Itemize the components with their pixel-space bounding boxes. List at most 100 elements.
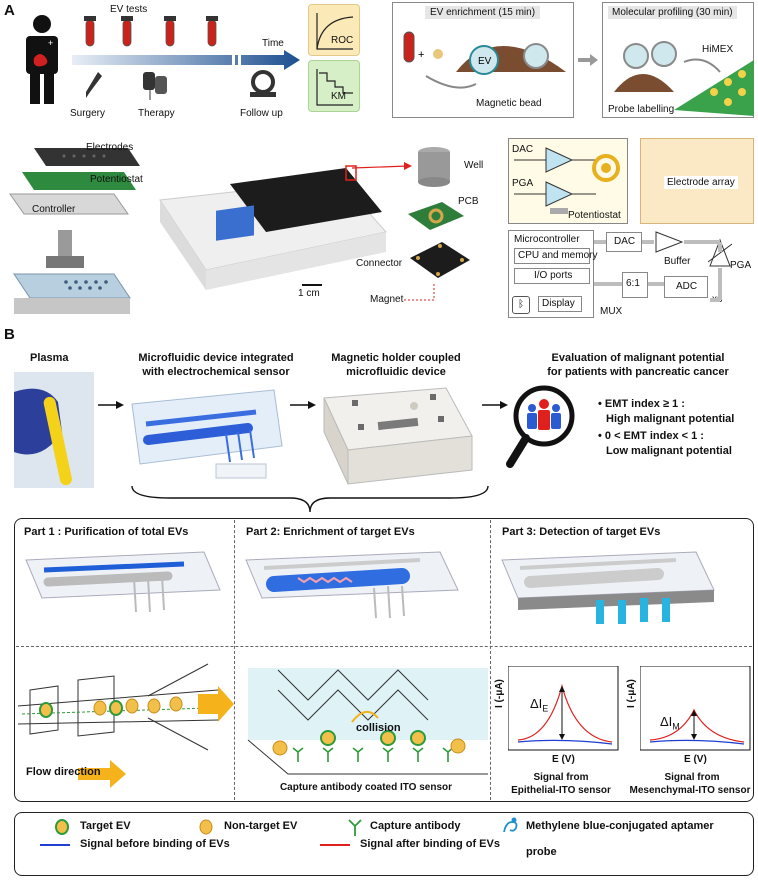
divider-h xyxy=(16,646,752,647)
km-box: KM xyxy=(308,60,360,112)
signal-e-caption-l2: Epithelial-ITO sensor xyxy=(511,785,611,796)
divider-v2 xyxy=(490,520,491,800)
timeline-arrow xyxy=(72,50,300,70)
pga2-label: PGA xyxy=(730,260,752,271)
me-y-axis: I (-μA) xyxy=(626,679,637,708)
part2-title: Part 2: Enrichment of target EVs xyxy=(246,526,415,538)
display-box xyxy=(538,296,582,312)
signal-m-caption-l2: Mesenchymal-ITO sensor xyxy=(629,785,751,796)
potentiostat-label: Potentiostat xyxy=(90,174,143,185)
pga-label: PGA xyxy=(512,178,534,189)
capture-antibody-label: Capture antibody xyxy=(370,820,461,832)
signal-e-caption-l1: Signal from xyxy=(533,772,589,783)
buffer-label: Buffer xyxy=(664,256,691,267)
target-ev-icon xyxy=(55,819,69,835)
patient-figure-icon: + xyxy=(26,15,58,104)
aptamer-probe-icon xyxy=(503,817,518,833)
cpu-memory-label: CPU and memory xyxy=(518,250,598,261)
mux-label: MUX xyxy=(600,306,623,317)
blood-tubes-icon xyxy=(84,16,218,47)
magnet-label: Magnet xyxy=(370,294,404,305)
delta-m-sub: M xyxy=(672,721,680,732)
pcb-label: PCB xyxy=(458,196,479,207)
block-diagram-buses xyxy=(594,240,722,302)
follow-up-scanner-icon xyxy=(250,70,276,97)
plasma-tube-photo xyxy=(14,372,94,488)
capture-antibody-icon xyxy=(348,819,362,836)
pcb-illustration xyxy=(408,202,464,230)
part3-title: Part 3: Detection of target EVs xyxy=(502,526,661,538)
part1-chip xyxy=(25,551,221,613)
well-illustration xyxy=(418,147,450,187)
therapy-label: Therapy xyxy=(138,108,175,119)
display-label: Display xyxy=(542,298,575,309)
time-label: Time xyxy=(262,38,284,49)
well-label: Well xyxy=(464,160,484,171)
emt-high-l2: High malignant potential xyxy=(606,413,735,425)
part1-title: Part 1 : Purification of total EVs xyxy=(24,526,189,538)
delta-e-label: ΔIE xyxy=(530,696,548,714)
signal-before-line xyxy=(40,844,70,846)
target-ev-label: Target EV xyxy=(80,820,131,832)
signal-after-label: Signal after binding of EVs xyxy=(360,838,500,850)
himex-label: HiMEX xyxy=(702,44,734,55)
assembled-device-illustration xyxy=(13,230,131,314)
microcontroller-box xyxy=(508,230,594,318)
signal-after-line xyxy=(320,844,350,846)
microfluidic-title-l2: with electrochemical sensor xyxy=(142,366,290,378)
pga2-amp xyxy=(708,238,732,267)
km-label: KM xyxy=(331,91,346,102)
cpu-memory-box xyxy=(514,248,590,264)
collision-label: collision xyxy=(356,722,401,734)
zoom-red-line xyxy=(352,162,412,170)
potentiostat-circuit xyxy=(514,147,620,214)
ev-enrichment-box xyxy=(392,2,574,118)
mesenchymal-signal-plot xyxy=(640,666,751,751)
parts-frame xyxy=(14,518,754,802)
part2-chip xyxy=(245,551,459,619)
magnetic-bead-label: Magnetic bead xyxy=(476,98,542,109)
flow-channel-diagram xyxy=(18,663,234,788)
eval-title-l2: for patients with pancreatic cancer xyxy=(547,366,729,378)
brace-line xyxy=(131,485,489,513)
delta-e-sub: E xyxy=(542,703,549,714)
emt-low-l2: Low malignant potential xyxy=(606,445,732,457)
holder-title-l1: Magnetic holder coupled xyxy=(331,352,461,364)
delta-m-text: ΔI xyxy=(660,714,673,729)
dac-label: DAC xyxy=(512,144,534,155)
roc-label: ROC xyxy=(331,35,354,46)
ev-enrichment-label: EV enrichment (15 min) xyxy=(425,6,541,19)
svg-text:+: + xyxy=(418,49,424,61)
aptamer-label-l1: Methylene blue-conjugated aptamer xyxy=(526,820,714,832)
signal-before-label: Signal before binding of EVs xyxy=(80,838,230,850)
divider-v1 xyxy=(234,520,235,800)
profiling-illustration xyxy=(614,41,754,116)
microfluidic-chip-photo xyxy=(131,389,283,479)
bluetooth-icon: ᛒ xyxy=(512,296,530,314)
non-target-ev-icon xyxy=(199,819,213,835)
follow-up-label: Follow up xyxy=(240,108,283,119)
flow-arrow-1 xyxy=(98,401,124,409)
buffer-amp xyxy=(655,231,684,253)
capture-sensor-diagram xyxy=(247,668,488,775)
molecular-profiling-label: Molecular profiling (30 min) xyxy=(608,6,737,19)
ev-tests-label: EV tests xyxy=(110,4,148,15)
scale-bar xyxy=(302,284,322,286)
molecular-profiling-box xyxy=(602,2,754,118)
scalpel-icon xyxy=(86,72,102,98)
device-stack-illustration xyxy=(9,148,140,215)
part3-chip xyxy=(501,551,715,624)
svg-text:+: + xyxy=(48,38,53,48)
dac2-box xyxy=(606,232,642,252)
iv-bag-icon xyxy=(143,72,167,100)
ep-x-axis: E (V) xyxy=(552,754,575,765)
delta-m-label: ΔIM xyxy=(660,714,680,732)
electrodes-label: Electrodes xyxy=(86,142,134,153)
potentiostat-circuit-label: Potentiostat xyxy=(568,210,621,221)
adc-label: ADC xyxy=(676,281,698,292)
roc-box: ROC xyxy=(308,4,360,56)
me-x-axis: E (V) xyxy=(684,754,707,765)
mux-box xyxy=(622,272,648,298)
aptamer-label-l2: probe xyxy=(526,846,557,858)
panel-a-letter: A xyxy=(4,2,15,19)
